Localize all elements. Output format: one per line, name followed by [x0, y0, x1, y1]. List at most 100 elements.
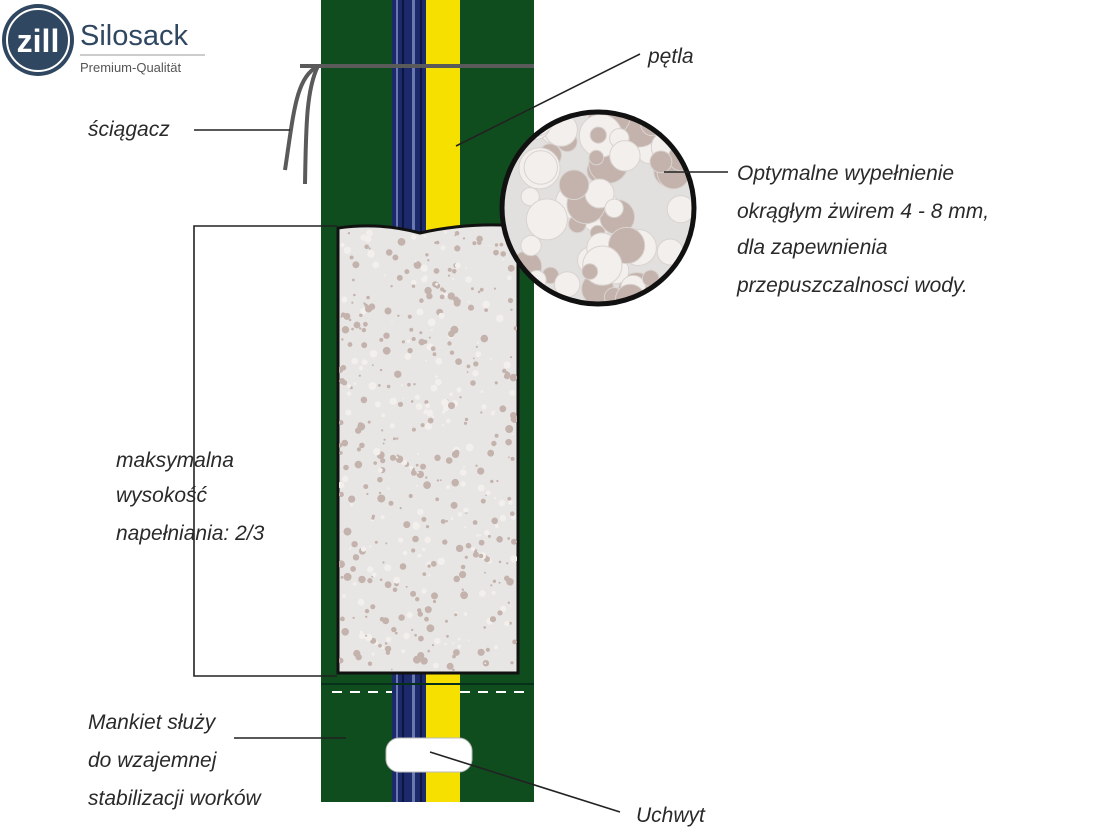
gravel-grain — [424, 616, 429, 622]
gravel-grain — [425, 525, 430, 529]
gravel-grain — [402, 550, 408, 556]
gravel-grain — [455, 358, 462, 365]
gravel-grain — [365, 229, 373, 237]
gravel-grain — [453, 449, 460, 456]
gravel-grain — [367, 661, 373, 666]
gravel-grain — [342, 379, 345, 383]
gravel-grain — [466, 364, 471, 369]
gravel-grain — [352, 278, 355, 282]
gravel-grain — [422, 547, 426, 552]
gravel-stone — [609, 140, 641, 172]
gravel-grain — [457, 644, 462, 649]
gravel-grain — [513, 326, 517, 331]
gravel-grain — [394, 370, 402, 378]
gravel-grain — [410, 470, 417, 476]
gravel-grain — [406, 339, 411, 344]
gravel-grain — [508, 621, 512, 625]
gravel-grain — [465, 443, 474, 452]
gravel-grain — [345, 409, 352, 416]
gravel-grain — [384, 642, 388, 645]
gravel-grain — [436, 479, 440, 482]
gravel-grain — [494, 645, 499, 650]
gravel-grain — [352, 616, 355, 620]
gravel-grain — [456, 387, 462, 393]
gravel-grain — [484, 530, 490, 536]
gravel-grain — [359, 442, 365, 449]
gravel-grain — [368, 382, 377, 390]
gravel-grain — [459, 571, 467, 579]
gravel-grain — [400, 384, 403, 387]
gravel-grain — [360, 307, 367, 315]
brand-logo: zill Silosack Premium-Qualität — [2, 4, 205, 76]
gravel-stone — [581, 263, 599, 281]
gravel-grain — [349, 503, 354, 507]
gravel-grain — [406, 611, 413, 619]
gravel-grain — [454, 262, 461, 269]
gravel-grain — [364, 608, 370, 614]
label-handle: Uchwyt — [636, 804, 706, 827]
gravel-grain — [432, 352, 437, 357]
gravel-grain — [435, 497, 440, 502]
gravel-grain — [425, 359, 427, 362]
gravel-grain — [420, 264, 428, 272]
gravel-grain — [347, 342, 353, 347]
brand-name: Silosack — [80, 20, 188, 52]
gravel-grain — [416, 452, 420, 455]
gravel-grain — [383, 332, 390, 339]
gravel-grain — [475, 351, 482, 358]
gravel-grain — [434, 454, 441, 461]
gravel-grain — [348, 495, 356, 503]
gravel-grain — [391, 321, 393, 323]
gravel-grain — [507, 264, 515, 272]
gravel-grain — [360, 396, 368, 404]
gravel-grain — [512, 639, 517, 645]
gravel-grain — [509, 373, 517, 382]
gravel-grain — [511, 538, 517, 545]
gravel-grain — [507, 537, 511, 540]
brand-tagline: Premium-Qualität — [80, 60, 182, 75]
gravel-grain — [503, 361, 511, 369]
gravel-grain — [364, 633, 373, 642]
gravel-grain — [428, 574, 431, 577]
gravel-grain — [361, 342, 368, 349]
gravel-grain — [510, 661, 514, 665]
gravel-grain — [341, 628, 350, 636]
gravel-grain — [378, 491, 382, 495]
gravel-grain — [340, 312, 346, 318]
gravel-grain — [419, 298, 424, 303]
gravel-grain — [430, 328, 433, 331]
gravel-grain — [427, 259, 430, 262]
gravel-grain — [508, 456, 510, 459]
gravel-grain — [389, 423, 395, 429]
gravel-grain — [382, 442, 385, 445]
gravel-grain — [502, 368, 507, 373]
gravel-grain — [510, 511, 515, 516]
gravel-grain — [343, 527, 352, 536]
gravel-grain — [389, 454, 397, 461]
gravel-grain — [357, 422, 363, 428]
gravel-grain — [408, 493, 413, 499]
gravel-grain — [479, 287, 484, 292]
gravel-grain — [417, 553, 422, 558]
gravel-grain — [464, 526, 466, 529]
gravel-grain — [360, 546, 367, 552]
gravel-grain — [407, 347, 413, 354]
gravel-grain — [417, 471, 419, 474]
gravel-grain — [442, 539, 448, 545]
gravel-grain — [489, 357, 492, 360]
gravel-grain — [424, 606, 432, 614]
gravel-grain — [472, 357, 475, 360]
gravel-grain — [389, 397, 397, 405]
gravel-grain — [493, 497, 497, 500]
gravel-grain — [377, 494, 386, 503]
gravel-grain — [476, 235, 483, 243]
gravel-grain — [411, 628, 414, 632]
handle-icon — [385, 737, 473, 773]
gravel-grain — [496, 536, 503, 543]
gravel-grain — [339, 451, 343, 455]
gravel-grain — [411, 284, 416, 288]
gravel-grain — [480, 334, 489, 343]
gravel-grain — [373, 461, 378, 465]
gravel-grain — [352, 581, 357, 586]
gravel-grain — [411, 427, 416, 432]
